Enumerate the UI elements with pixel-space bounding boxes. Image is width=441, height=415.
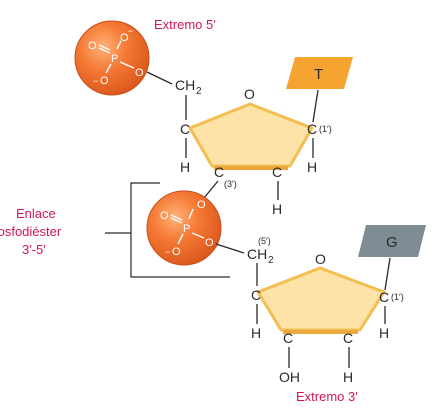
phosphate-oxygen-ester: O [135, 67, 144, 79]
c3-carbon-top: C [214, 164, 224, 180]
phosphate-group-top: O P O − O − O [74, 20, 150, 96]
sugar-ring-bottom [256, 266, 386, 334]
deoxyribose-pentagon [256, 266, 386, 332]
bond [105, 63, 112, 74]
bond [98, 47, 111, 54]
c4-hydrogen: H [180, 159, 190, 175]
c1-number-bottom: (1′) [391, 292, 404, 302]
negative-charge: − [128, 26, 133, 36]
bond [203, 180, 219, 199]
c2-carbon-bottom: C [343, 330, 353, 346]
phosphate-group-middle: O P O O − O [146, 190, 222, 266]
phosphate-oxygen: O [160, 210, 169, 222]
ring-oxygen-top: O [244, 86, 255, 102]
c5-subscript: 2 [196, 86, 202, 97]
base-g-shape [358, 225, 426, 257]
enlace-label-line3: 3′-5′ [22, 242, 46, 257]
bond [146, 71, 173, 85]
phosphate-sphere-top [74, 20, 150, 96]
c3-hydroxyl: OH [279, 369, 300, 385]
ring-oxygen-bottom: O [315, 251, 326, 267]
c5-ch2-label: CH [175, 77, 195, 93]
phosphodiester-bracket [130, 182, 230, 278]
c5-ch2-label-bottom: CH [247, 246, 267, 262]
c1-hydrogen-bottom: H [379, 325, 389, 341]
bond [188, 208, 194, 220]
bond [170, 214, 183, 221]
c5-number-bottom: (5′) [258, 236, 271, 246]
extremo-3-label: Extremo 3′ [296, 389, 358, 404]
base-guanine: G [358, 225, 426, 257]
base-t-letter: T [314, 66, 323, 83]
bond [312, 89, 319, 123]
bond [119, 61, 135, 69]
phosphate-oxygen-minus: O [100, 75, 109, 87]
enlace-label-line1: Enlace [16, 206, 56, 221]
c4-carbon: C [180, 121, 190, 137]
base-t-shape [286, 57, 353, 89]
c3-carbon-bottom: C [283, 330, 293, 346]
bond [177, 233, 184, 245]
phosphate-oxygen-bridge: O [197, 199, 206, 211]
phosphate-oxygen-minus: O [120, 32, 129, 44]
phosphorus-atom: P [183, 223, 190, 235]
deoxyribose-pentagon [188, 102, 314, 168]
phosphate-oxygen-ester: O [205, 237, 214, 249]
phosphate-oxygen-minus: O [172, 246, 181, 258]
base-g-letter: G [386, 234, 398, 251]
c3-number-top: (3′) [224, 179, 237, 189]
bond [215, 243, 245, 254]
phosphate-sphere-middle [146, 190, 222, 266]
c4-carbon-bottom: C [251, 287, 261, 303]
c2-hydrogen-bottom: H [343, 369, 353, 385]
enlace-label-line2: fosfodiéster [0, 224, 62, 239]
bond [384, 257, 391, 291]
sugar-ring-top [188, 102, 314, 170]
c4-hydrogen-bottom: H [251, 325, 261, 341]
c1-carbon-bottom: C [379, 289, 389, 305]
bond [191, 232, 205, 239]
c5-subscript-bottom: 2 [268, 255, 274, 266]
bond [170, 217, 183, 224]
c1-hydrogen-top: H [307, 159, 317, 175]
negative-charge: − [165, 247, 170, 257]
c2-hydrogen-top: H [272, 201, 282, 217]
extremo-5-label: Extremo 5′ [154, 17, 216, 32]
base-thymine: T [286, 57, 353, 89]
bond [116, 40, 122, 50]
c1-carbon-top: C [307, 121, 317, 137]
c2-carbon-top: C [272, 164, 282, 180]
phosphate-oxygen: O [88, 40, 97, 52]
bond [98, 44, 111, 51]
c1-number-top: (1′) [319, 124, 332, 134]
phosphorus-atom: P [111, 53, 118, 65]
negative-charge: − [93, 76, 98, 86]
